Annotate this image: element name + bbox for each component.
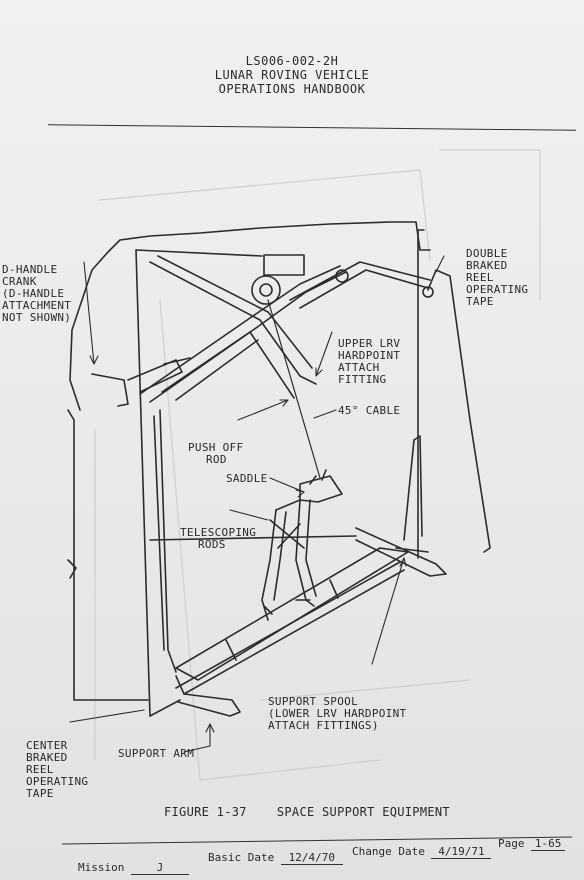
diag-beam-1 [139, 265, 341, 395]
footer-mission: Mission J [78, 862, 189, 875]
support-arm [175, 675, 241, 717]
frame-mid-line [149, 535, 357, 541]
doc-title-line2: OPERATIONS HANDBOOK [218, 82, 366, 96]
callout-45-cable: 45° CABLE [338, 404, 401, 417]
saddle [299, 475, 343, 503]
callout-saddle: SADDLE [226, 472, 268, 485]
telescoping-rod-right [295, 499, 315, 607]
frame-top-rail [135, 249, 263, 257]
footer-basic-date: Basic Date 12/4/70 [208, 852, 343, 865]
lower-rail-2 [183, 569, 405, 695]
cable-45 [267, 299, 321, 479]
telescoping-rod-left [261, 509, 277, 621]
figure-caption: FIGURE 1-37 SPACE SUPPORT EQUIPMENT [164, 805, 450, 819]
upper-rail-2 [299, 269, 429, 309]
frame-left-rail [135, 249, 151, 717]
doc-title-line1: LUNAR ROVING VEHICLE [214, 68, 370, 82]
leader-lines [69, 255, 445, 753]
footer-change-date: Change Date 4/19/71 [352, 846, 492, 859]
d-handle-crank [91, 373, 129, 407]
double-tape [427, 269, 491, 553]
lm-left-wall-break [67, 559, 77, 579]
ghost-background-drawing [94, 149, 541, 781]
upper-rail [289, 261, 431, 301]
footer-page: Page 1-65 [498, 838, 566, 851]
diag-beam-2 [149, 271, 347, 403]
doc-number: LS006-002-2H [245, 54, 339, 68]
lower-rail-1 [175, 561, 401, 689]
upper-block [263, 254, 305, 276]
lm-outline [69, 221, 431, 411]
upper-beam-2 [157, 255, 313, 369]
callout-support-arm: SUPPORT ARM [118, 747, 195, 760]
lm-left-edge [67, 409, 149, 701]
push-off-rod [161, 331, 295, 399]
upper-beam-1 [149, 261, 317, 385]
